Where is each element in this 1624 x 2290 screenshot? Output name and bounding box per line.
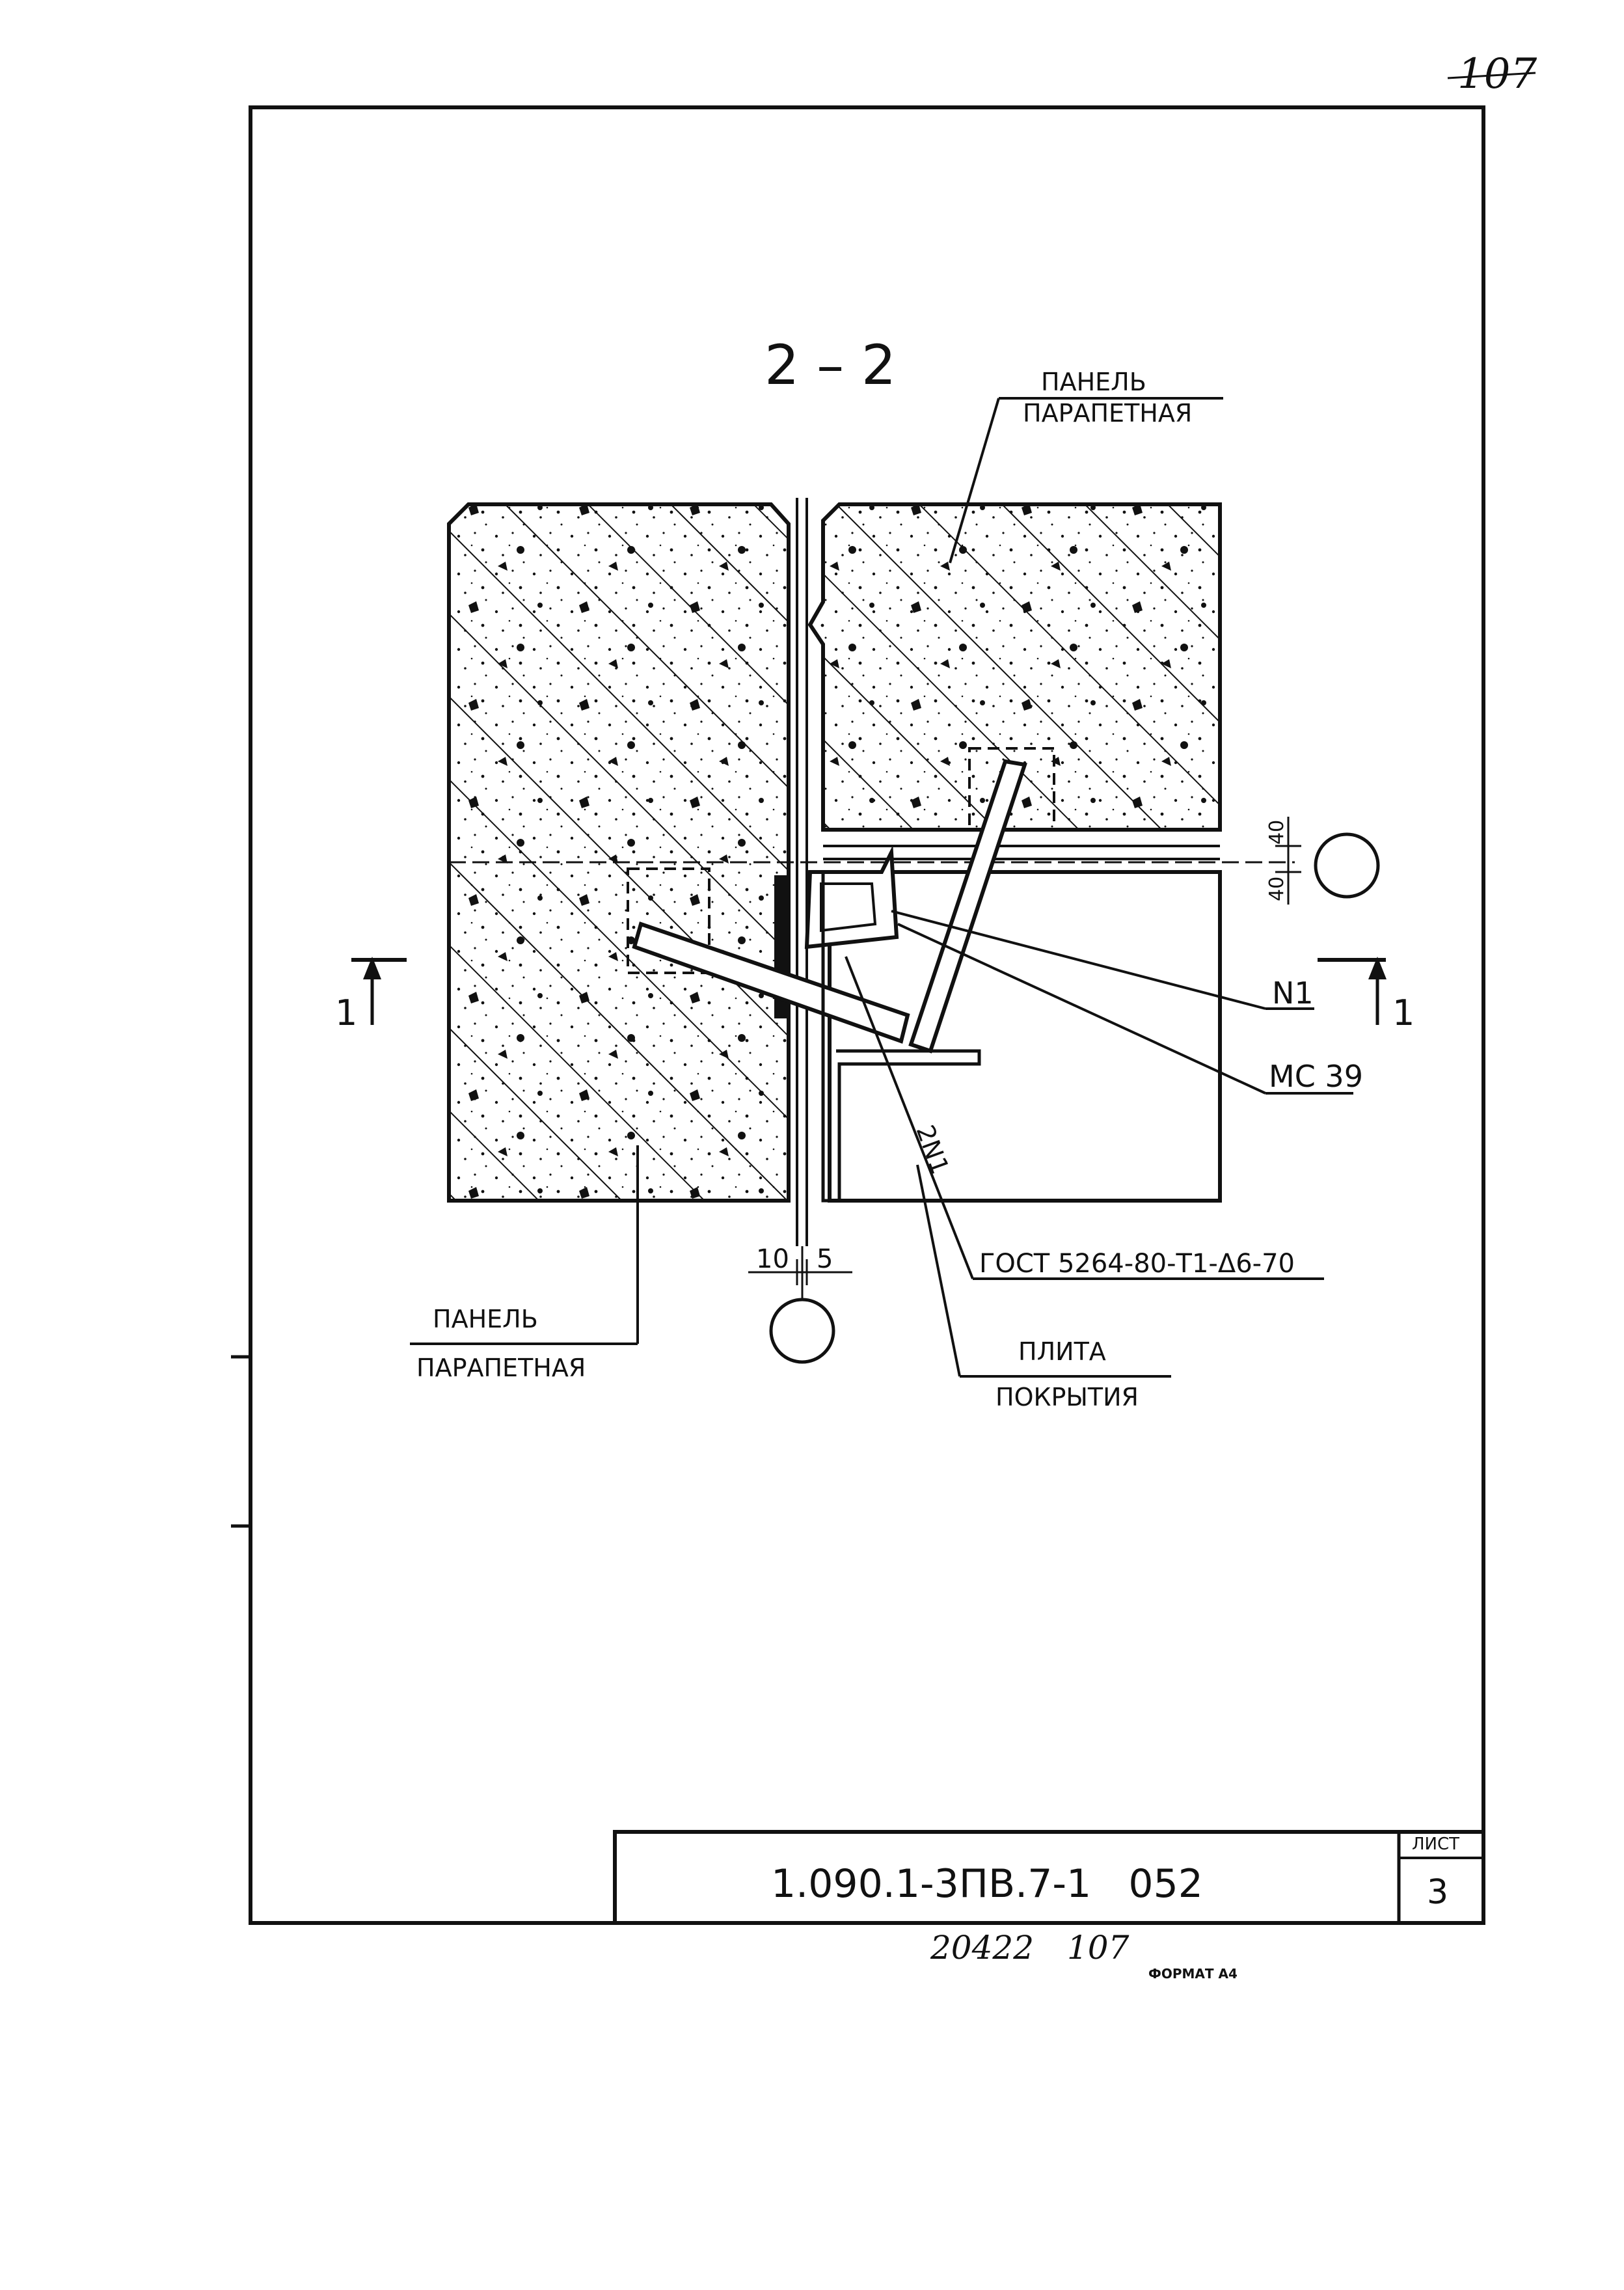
label-panel-top-2: ПАРАПЕТНАЯ xyxy=(1023,399,1192,428)
axis-circle-right xyxy=(1314,832,1380,899)
leader-slab xyxy=(916,1164,961,1377)
mc39-channel xyxy=(821,872,981,1203)
order-number: 20422 xyxy=(930,1929,1034,1967)
label-mc39: МС 39 xyxy=(1269,1059,1363,1094)
dim-5: 5 xyxy=(817,1244,833,1274)
angle-bracket xyxy=(804,845,899,949)
leader-n1 xyxy=(891,910,1266,1010)
label-slab-2: ПОКРЫТИЯ xyxy=(995,1383,1139,1411)
page-ref: 107 xyxy=(1067,1929,1130,1967)
dimension-bottom: 10 5 xyxy=(748,1244,852,1285)
embedded-part-right xyxy=(968,747,1055,831)
section-cut-right: 1 xyxy=(1318,957,1414,1033)
dimension-right: 40 40 xyxy=(1265,817,1301,905)
format-label: ФОРМАТ А4 xyxy=(1148,1966,1238,1982)
axis-circle-bottom xyxy=(769,1298,835,1364)
leader-mc39 xyxy=(897,923,1266,1095)
sheet-label: ЛИСТ xyxy=(1412,1834,1459,1854)
leader-weld xyxy=(845,956,974,1279)
drawing-code: 1.090.1-3ПВ.7-1 052 xyxy=(771,1861,1203,1907)
page-number-strike xyxy=(1447,72,1536,79)
label-weld: ГОСТ 5264-80-Т1-Δ6-70 xyxy=(979,1249,1295,1279)
section-cut-left-label: 1 xyxy=(335,992,357,1033)
sheet-number: 3 xyxy=(1427,1873,1448,1912)
dim-40-lower: 40 xyxy=(1265,877,1288,901)
label-n1: N1 xyxy=(1272,975,1314,1011)
section-cut-left: 1 xyxy=(335,957,407,1033)
section-cut-right-label: 1 xyxy=(1392,992,1414,1033)
right-parapet-panel xyxy=(807,502,1222,832)
label-panel-bottom-1: ПАНЕЛЬ xyxy=(433,1305,538,1333)
left-parapet-panel xyxy=(447,502,791,1203)
leader-panel-top xyxy=(949,398,1000,564)
dim-40-upper: 40 xyxy=(1265,820,1288,845)
section-title: 2 – 2 xyxy=(765,333,896,397)
title-block: 1.090.1-3ПВ.7-1 052 ЛИСТ 3 xyxy=(613,1830,1485,1925)
label-panel-top-1: ПАНЕЛЬ xyxy=(1041,368,1146,396)
embedded-part-left xyxy=(627,867,710,974)
anchor-rod-left xyxy=(632,921,910,1044)
label-panel-bottom-2: ПАРАПЕТНАЯ xyxy=(416,1354,586,1382)
dim-10: 10 xyxy=(756,1244,789,1274)
label-slab-1: ПЛИТА xyxy=(1018,1337,1106,1366)
